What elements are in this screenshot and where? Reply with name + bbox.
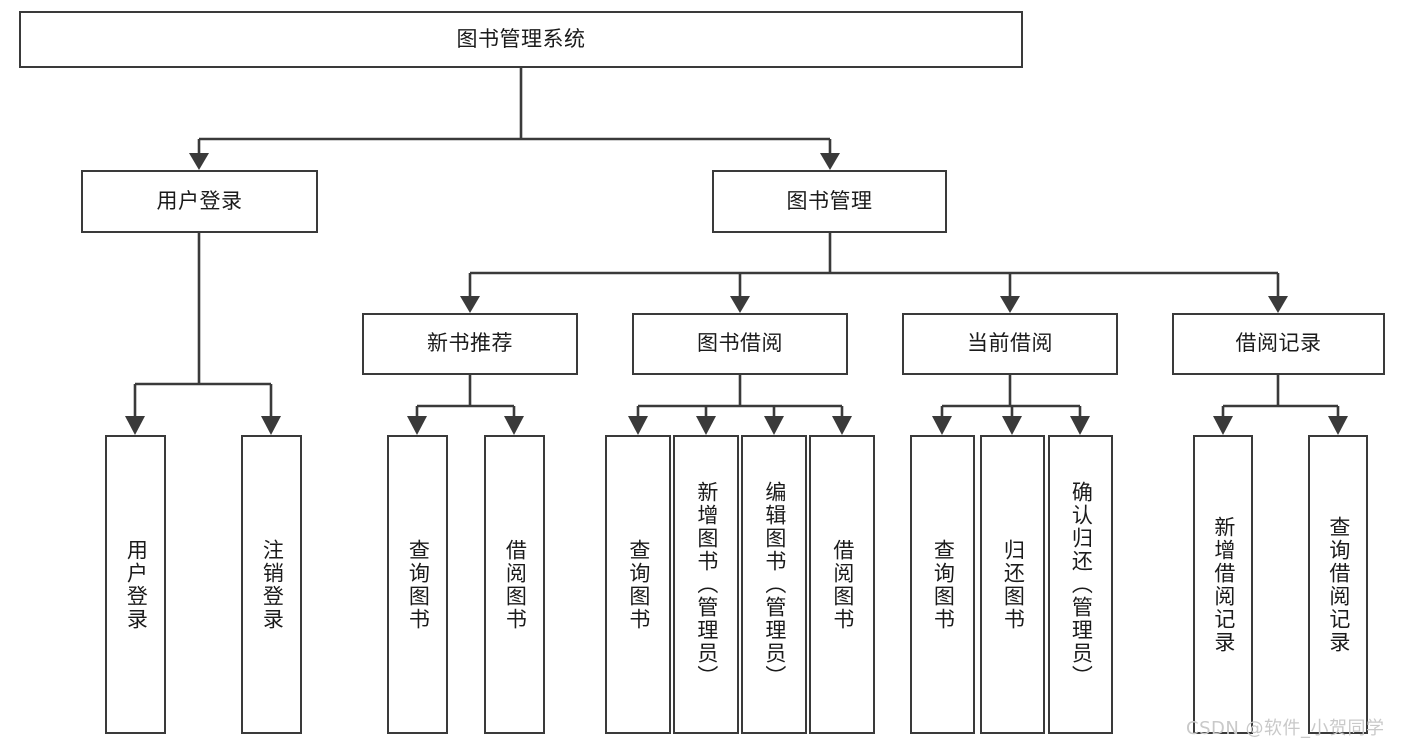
node-leaf-return-book[interactable]: 归还图书 [980,435,1045,734]
node-leaf-edit-book[interactable]: 编辑图书（管理员） [741,435,807,734]
node-leaf-logout-label: 注销登录 [260,538,285,631]
arrowhead-leaf-query-book-current [932,416,952,435]
node-leaf-borrow-book[interactable]: 借阅图书 [809,435,875,734]
link-userlogin-to-leaves [133,233,273,418]
link-borrowrecord-to-leaves [1221,375,1340,418]
node-root-label: 图书管理系统 [456,26,586,51]
node-current-borrow[interactable]: 当前借阅 [902,313,1118,375]
node-user-login[interactable]: 用户登录 [81,170,318,233]
watermark: CSDN @软件_小贺同学 [1186,718,1385,739]
link-bookmanage-to-level2 [468,233,1280,298]
node-leaf-user-login[interactable]: 用户登录 [105,435,166,734]
node-leaf-query-book-current-label: 查询图书 [931,538,956,631]
node-leaf-user-login-label: 用户登录 [124,538,149,631]
node-leaf-query-book-new-label: 查询图书 [406,538,431,631]
arrowhead-leaf-borrow-book [832,416,852,435]
node-book-manage[interactable]: 图书管理 [712,170,947,233]
node-leaf-logout[interactable]: 注销登录 [241,435,302,734]
link-root-to-level1 [197,68,832,156]
node-leaf-add-record[interactable]: 新增借阅记录 [1193,435,1253,734]
arrowhead-leaf-borrow-book-new [504,416,524,435]
arrowhead-leaf-add-record [1213,416,1233,435]
node-leaf-query-book-borrow-label: 查询图书 [626,538,651,631]
node-root[interactable]: 图书管理系统 [19,11,1023,68]
node-leaf-query-record[interactable]: 查询借阅记录 [1308,435,1368,734]
node-leaf-add-book-label: 新增图书（管理员） [694,481,719,688]
node-book-borrow-label: 图书借阅 [697,331,783,356]
node-borrow-record-label: 借阅记录 [1235,331,1322,356]
node-leaf-query-record-label: 查询借阅记录 [1326,515,1351,654]
link-currentborrow-to-leaves [940,375,1082,418]
node-leaf-edit-book-label: 编辑图书（管理员） [762,481,787,688]
node-leaf-borrow-book-new[interactable]: 借阅图书 [484,435,545,734]
node-new-book-rec[interactable]: 新书推荐 [362,313,578,375]
arrowhead-leaf-query-book-borrow [628,416,648,435]
node-book-manage-label: 图书管理 [786,188,873,213]
arrowhead-book-manage [820,153,840,170]
arrowhead-current-borrow [1000,296,1020,313]
node-leaf-query-book-current[interactable]: 查询图书 [910,435,975,734]
node-leaf-add-record-label: 新增借阅记录 [1211,515,1236,654]
node-user-login-label: 用户登录 [156,188,243,213]
node-leaf-return-book-label: 归还图书 [1001,538,1026,631]
node-leaf-confirm-return[interactable]: 确认归还（管理员） [1048,435,1113,734]
arrowhead-user-login [189,153,209,170]
node-leaf-borrow-book-new-label: 借阅图书 [503,538,528,631]
arrowhead-leaf-user-login [125,416,145,435]
node-new-book-rec-label: 新书推荐 [427,331,513,356]
arrowhead-borrow-record [1268,296,1288,313]
arrowhead-leaf-query-book-new [407,416,427,435]
arrowhead-leaf-return-book [1002,416,1022,435]
node-current-borrow-label: 当前借阅 [967,331,1053,356]
arrowhead-leaf-logout [261,416,281,435]
arrowhead-leaf-add-book [696,416,716,435]
arrowhead-leaf-query-record [1328,416,1348,435]
node-borrow-record[interactable]: 借阅记录 [1172,313,1385,375]
node-leaf-query-book-new[interactable]: 查询图书 [387,435,448,734]
link-bookborrow-to-leaves [636,375,844,418]
arrowhead-leaf-confirm-return [1070,416,1090,435]
arrowhead-leaf-edit-book [764,416,784,435]
node-leaf-query-book-borrow[interactable]: 查询图书 [605,435,671,734]
node-leaf-confirm-return-label: 确认归还（管理员） [1069,481,1094,688]
arrowhead-new-book-rec [460,296,480,313]
arrowhead-book-borrow [730,296,750,313]
node-leaf-add-book[interactable]: 新增图书（管理员） [673,435,739,734]
node-book-borrow[interactable]: 图书借阅 [632,313,848,375]
node-leaf-borrow-book-label: 借阅图书 [830,538,855,631]
link-newbook-to-leaves [415,375,516,418]
